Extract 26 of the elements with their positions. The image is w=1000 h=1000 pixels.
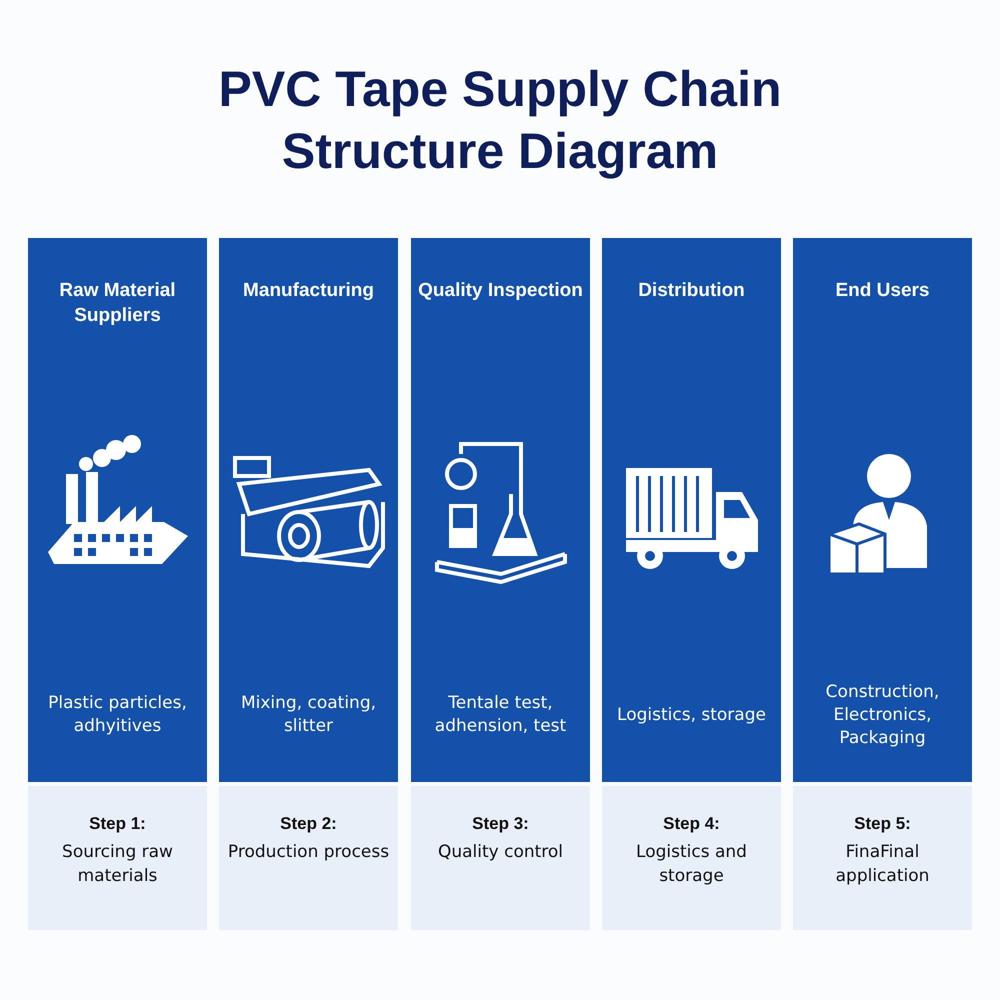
- step-label: Step 4:: [663, 814, 720, 834]
- column-heading: Quality Inspection: [418, 279, 583, 303]
- column-description: Construction, Electronics, Packaging: [824, 680, 940, 750]
- column-heading: Raw Material Suppliers: [58, 279, 177, 328]
- column-heading: Manufacturing: [243, 279, 374, 303]
- step-label: Step 3:: [472, 814, 529, 834]
- step-label: Step 1:: [89, 814, 146, 834]
- column-description: Tentale test, adhension, test: [434, 692, 568, 738]
- stage-column: [602, 238, 781, 782]
- column-heading: Distribution: [638, 279, 745, 303]
- stage-column: [219, 238, 398, 782]
- column-description: Logistics, storage: [617, 704, 766, 726]
- step-label: Step 2:: [280, 814, 337, 834]
- title: PVC Tape Supply Chain Structure Diagram: [217, 60, 783, 181]
- step-description: FinaFinal application: [834, 841, 930, 888]
- column-heading: End Users: [836, 279, 930, 303]
- step-description: Quality control: [438, 841, 564, 864]
- stage-column: [28, 238, 207, 782]
- step-description: Logistics and storage: [635, 841, 748, 888]
- step-label: Step 5:: [854, 814, 911, 834]
- step-description: Sourcing raw materials: [61, 841, 174, 888]
- column-description: Mixing, coating, slitter: [240, 692, 378, 738]
- step-description: Production process: [228, 841, 390, 864]
- stage-column: [793, 238, 972, 782]
- column-description: Plastic particles, adhyitives: [47, 692, 188, 738]
- stage-column: [411, 238, 590, 782]
